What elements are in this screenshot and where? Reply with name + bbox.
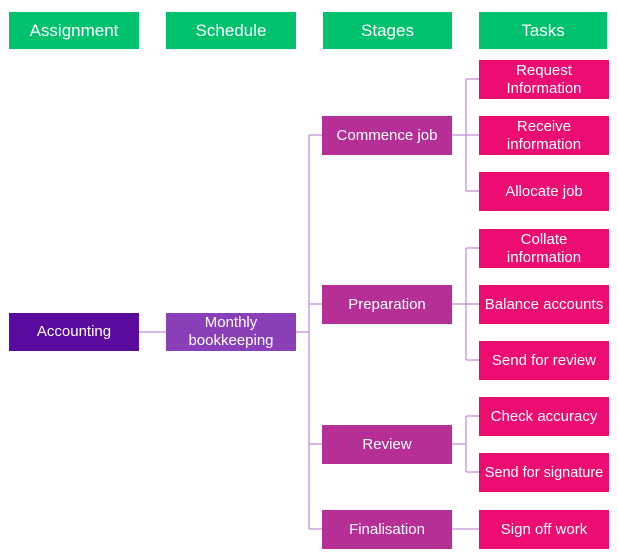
task-send-for-review: Send for review [479, 341, 609, 380]
task-balance-accounts: Balance accounts [479, 285, 609, 324]
schedule-node: Monthly bookkeeping [166, 313, 296, 351]
task-sign-off-work: Sign off work [479, 510, 609, 549]
header-stages: Stages [323, 12, 452, 49]
stage-preparation: Preparation [322, 285, 452, 324]
stage-finalisation: Finalisation [322, 510, 452, 549]
stage-review: Review [322, 425, 452, 464]
task-allocate-job: Allocate job [479, 172, 609, 211]
header-assignment: Assignment [9, 12, 139, 49]
header-tasks: Tasks [479, 12, 607, 49]
assignment-node: Accounting [9, 313, 139, 351]
task-receive-information: Receive information [479, 116, 609, 155]
header-schedule: Schedule [166, 12, 296, 49]
task-request-information: Request Information [479, 60, 609, 99]
stage-commence-job: Commence job [322, 116, 452, 155]
task-collate-information: Collate information [479, 229, 609, 268]
task-send-for-signature: Send for signature [479, 453, 609, 492]
task-check-accuracy: Check accuracy [479, 397, 609, 436]
